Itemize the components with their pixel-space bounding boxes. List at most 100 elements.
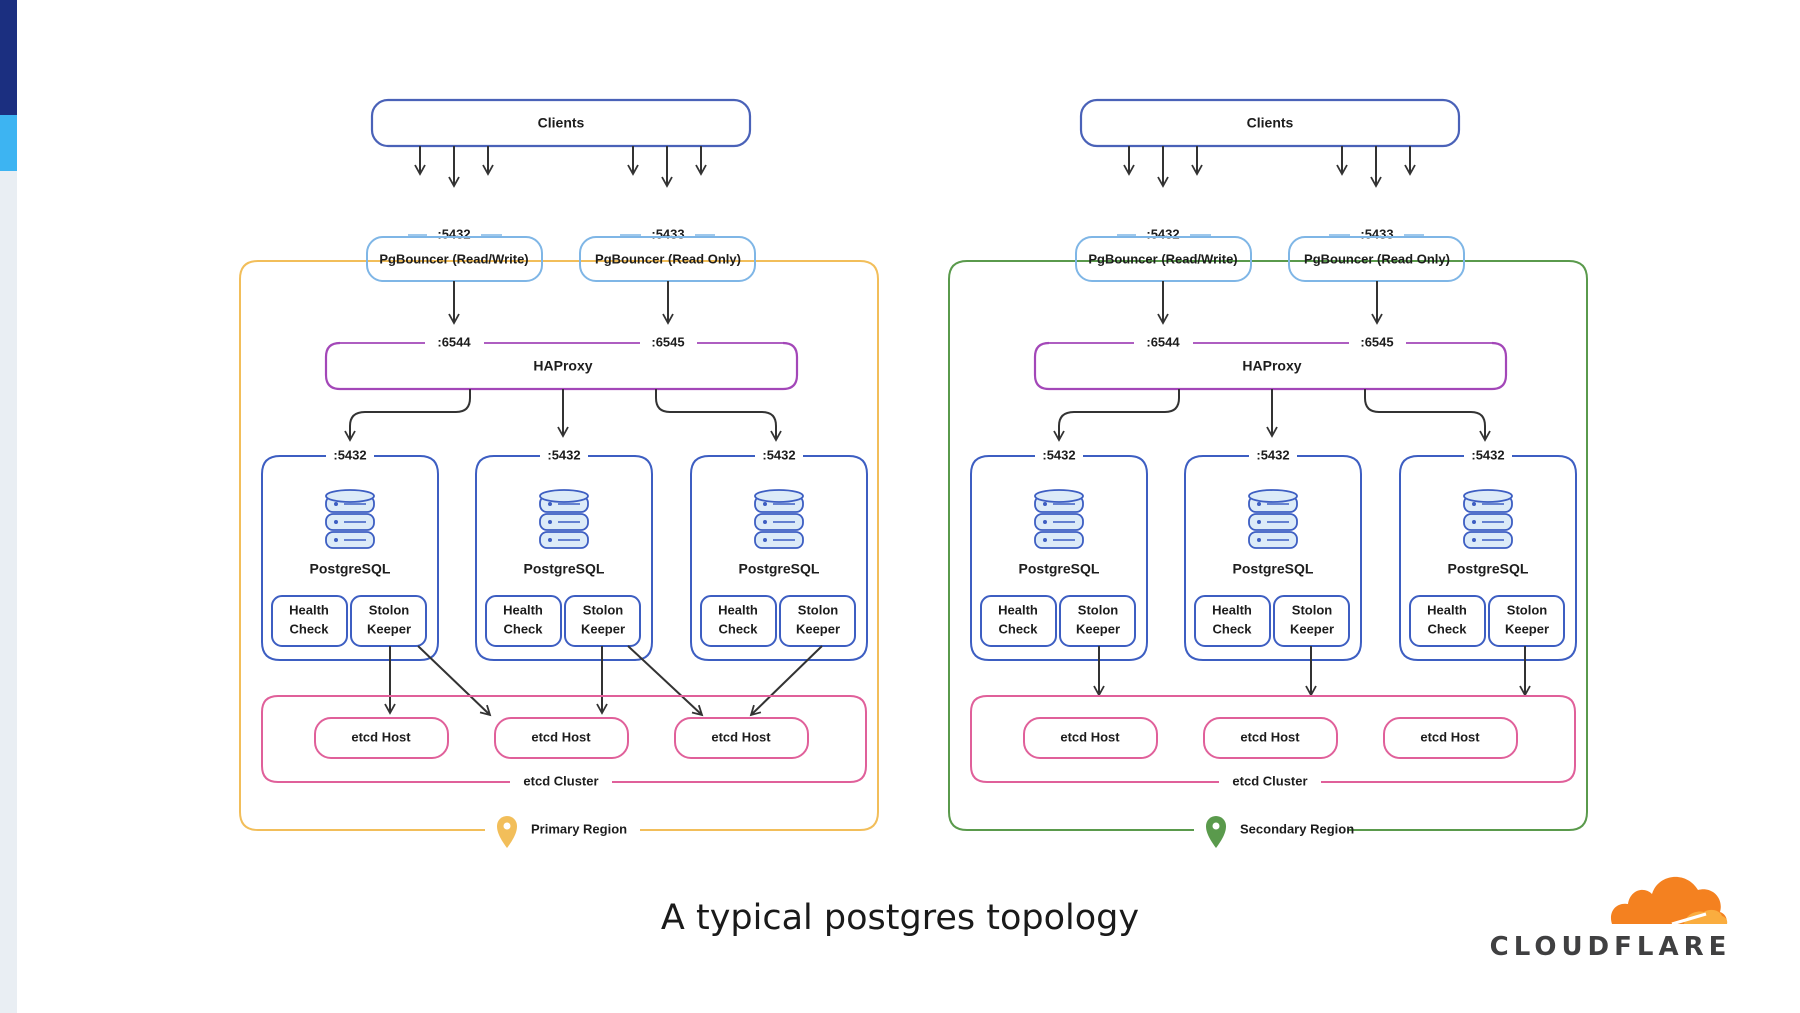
health-check-box (1409, 595, 1486, 647)
pgbouncer-ro-label: PgBouncer (Read Only) (1304, 251, 1450, 266)
postgres-node-port: :5432 (1256, 447, 1289, 462)
stolon-keeper-box (1059, 595, 1136, 647)
database-icon-dot (1472, 502, 1476, 506)
health-check-box (700, 595, 777, 647)
cloudflare-logo: CLOUDFLARE (1488, 868, 1733, 968)
database-icon (1034, 489, 1084, 549)
clients-box (1079, 98, 1461, 148)
location-pin-icon (497, 816, 517, 848)
health-check-label: Health (1427, 602, 1467, 617)
etcd-host-label: etcd Host (531, 729, 591, 744)
etcd-host-label: etcd Host (1240, 729, 1300, 744)
location-pin-dot (503, 822, 511, 830)
health-check-box (1194, 595, 1271, 647)
database-icon-top (754, 489, 804, 503)
stolon-keeper-label: Stolon (1507, 602, 1547, 617)
haproxy-port-ro: :6545 (1360, 334, 1393, 349)
health-check-label: Check (998, 621, 1038, 636)
pgbouncer-ro-label: PgBouncer (Read Only) (595, 251, 741, 266)
postgres-label: PostgreSQL (1019, 561, 1100, 577)
stolon-keeper-label: Stolon (798, 602, 838, 617)
haproxy-to-node-arrow (344, 389, 471, 442)
stolon-keeper-label: Keeper (1076, 621, 1120, 636)
location-pin-shape (497, 816, 517, 848)
postgres-label: PostgreSQL (524, 561, 605, 577)
etcd-host-box (1023, 717, 1158, 759)
stolon-keeper-box (779, 595, 856, 647)
clients-label: Clients (1247, 115, 1294, 131)
stolon-keeper-label: Stolon (1292, 602, 1332, 617)
database-icon-dot (763, 502, 767, 506)
primary-region-border (239, 260, 879, 831)
health-check-label: Health (998, 602, 1038, 617)
haproxy-to-node-arrow (1364, 389, 1491, 442)
haproxy-label: HAProxy (1242, 358, 1301, 374)
health-check-label: Health (289, 602, 329, 617)
etcd-host-box (1203, 717, 1338, 759)
keeper-to-etcd-arrow (749, 645, 823, 717)
pgbouncer-rw-port: :5432 (1146, 226, 1179, 241)
database-icon (539, 489, 589, 549)
etcd-host-label: etcd Host (1420, 729, 1480, 744)
database-icon-top (1034, 489, 1084, 503)
etcd-host-box (674, 717, 809, 759)
database-icon-top (1463, 489, 1513, 503)
database-icon-dot (1472, 538, 1476, 542)
haproxy-port-rw: :6544 (437, 334, 471, 349)
etcd-host-box (494, 717, 629, 759)
etcd-host-box (1383, 717, 1518, 759)
health-check-label: Check (1212, 621, 1252, 636)
location-pin-icon (1206, 816, 1226, 848)
pgbouncer-rw-label: PgBouncer (Read/Write) (379, 251, 528, 266)
health-check-label: Check (503, 621, 543, 636)
haproxy-to-node-arrow (655, 389, 782, 442)
location-pin-shape (1206, 816, 1226, 848)
cloudflare-cloud-icon (1610, 876, 1728, 926)
accent-bar-light (0, 115, 17, 171)
stolon-keeper-label: Keeper (1505, 621, 1549, 636)
database-icon-dot (763, 520, 767, 524)
health-check-label: Health (718, 602, 758, 617)
postgres-node-port: :5432 (1471, 447, 1504, 462)
database-icon-dot (1043, 502, 1047, 506)
pgbouncer-rw-port: :5432 (437, 226, 470, 241)
database-icon (754, 489, 804, 549)
etcd-cluster-label: etcd Cluster (1232, 773, 1307, 788)
health-check-label: Health (503, 602, 543, 617)
pgbouncer-rw-label: PgBouncer (Read/Write) (1088, 251, 1237, 266)
database-icon-dot (1043, 520, 1047, 524)
location-pin-dot (1212, 822, 1220, 830)
postgres-label: PostgreSQL (1448, 561, 1529, 577)
database-icon-dot (548, 520, 552, 524)
postgres-node-box (970, 455, 1148, 661)
postgres-label: PostgreSQL (310, 561, 391, 577)
region-label: Primary Region (531, 821, 627, 836)
health-check-label: Check (718, 621, 758, 636)
postgres-label: PostgreSQL (1233, 561, 1314, 577)
database-icon (1463, 489, 1513, 549)
postgres-node-port: :5432 (333, 447, 366, 462)
database-icon-dot (1257, 520, 1261, 524)
database-icon-dot (1257, 538, 1261, 542)
postgres-node-port: :5432 (1042, 447, 1075, 462)
database-icon-dot (334, 538, 338, 542)
postgres-node-box (1399, 455, 1577, 661)
accent-bar-pale (0, 171, 17, 1013)
accent-bar-dark (0, 0, 17, 115)
database-icon-top (1248, 489, 1298, 503)
health-check-box (980, 595, 1057, 647)
database-icon-dot (334, 502, 338, 506)
haproxy-label: HAProxy (533, 358, 592, 374)
clients-box (370, 98, 752, 148)
database-icon-dot (1472, 520, 1476, 524)
health-check-box (271, 595, 348, 647)
slide-caption: A typical postgres topology (660, 898, 1140, 938)
stolon-keeper-label: Stolon (1078, 602, 1118, 617)
etcd-cluster-box (261, 695, 867, 783)
stolon-keeper-label: Keeper (1290, 621, 1334, 636)
health-check-label: Check (1427, 621, 1467, 636)
health-check-box (485, 595, 562, 647)
etcd-host-box (314, 717, 449, 759)
